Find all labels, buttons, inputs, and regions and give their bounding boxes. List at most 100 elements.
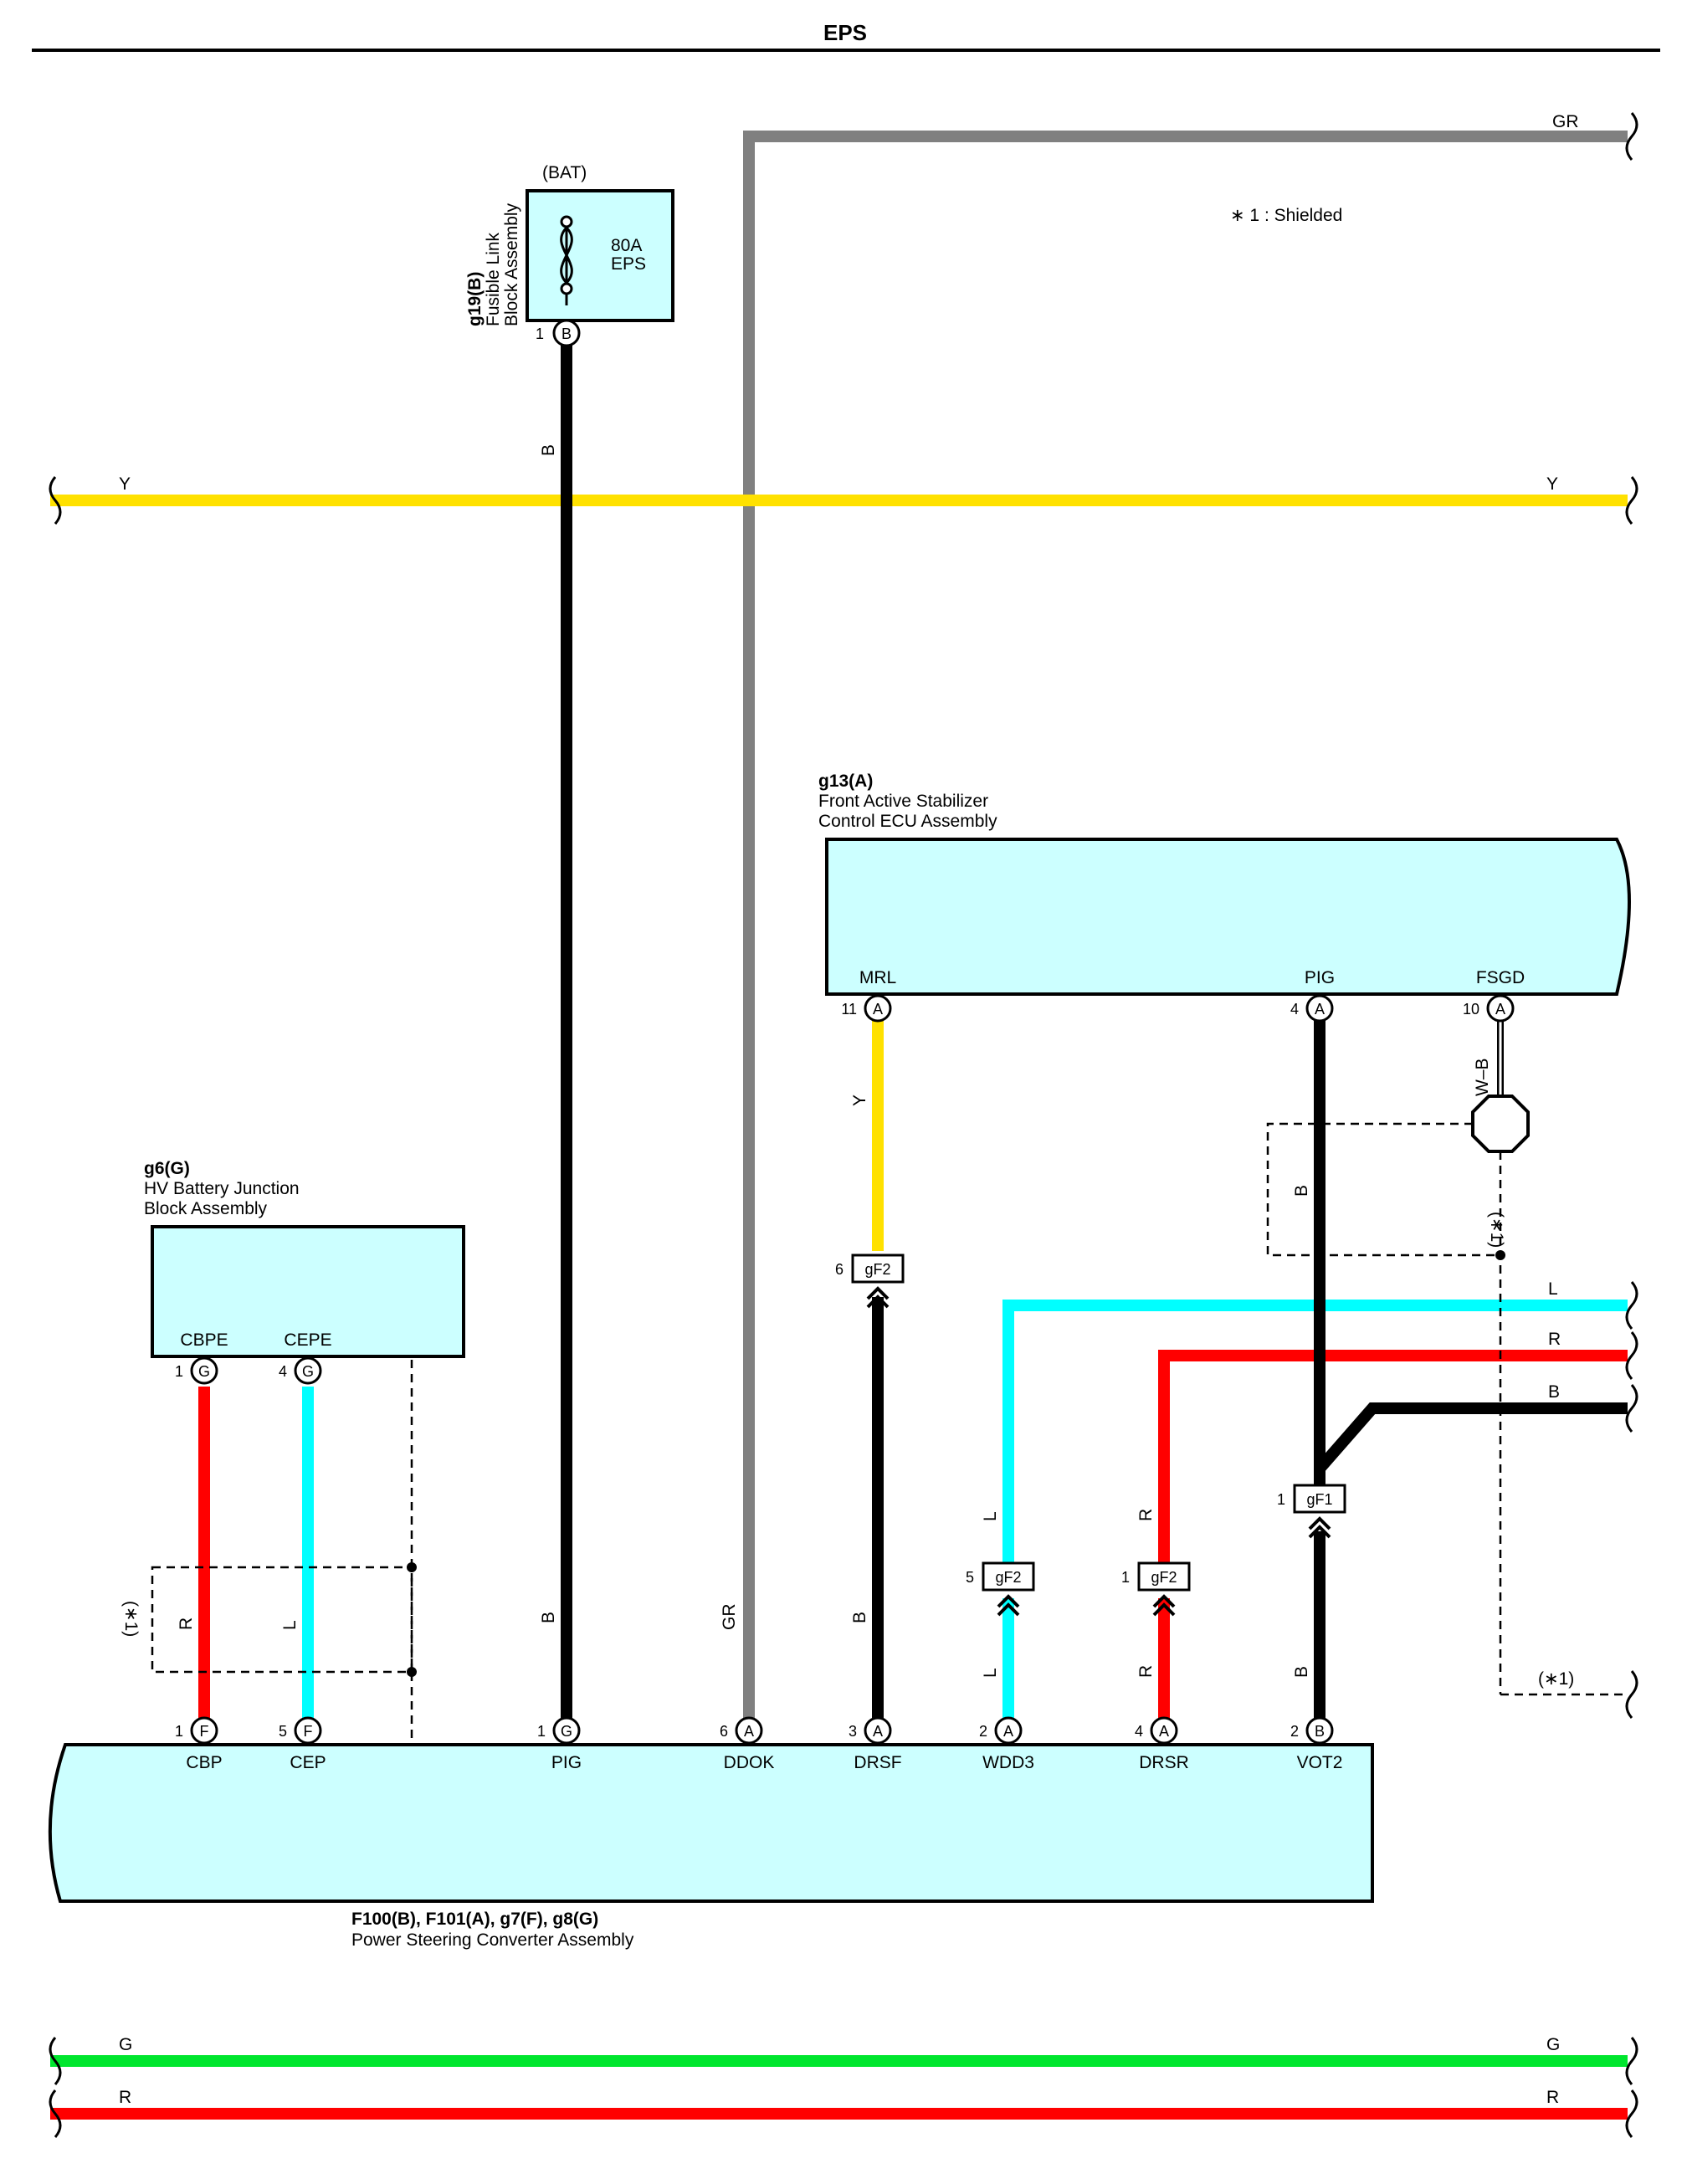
converter-box xyxy=(48,1743,1374,1903)
svg-text:gF2: gF2 xyxy=(1151,1569,1177,1586)
converter-pin-name: DRSR xyxy=(1139,1753,1189,1772)
wire-l-right xyxy=(1002,1300,1628,1565)
fusible-pin-num: 1 xyxy=(536,326,544,342)
wire-label-r-bus-right: R xyxy=(1546,2088,1559,2107)
wire-label-b-upper: B xyxy=(539,444,558,456)
ecu-name-line1: Front Active Stabilizer xyxy=(818,792,988,811)
wire-gr xyxy=(743,131,1628,1730)
svg-text:gF2: gF2 xyxy=(995,1569,1021,1586)
wire-label-l-upper: L xyxy=(981,1511,1000,1521)
converter-pin-num: 1 xyxy=(537,1723,546,1740)
converter-pin-letter: A xyxy=(873,1723,883,1740)
shielded-note: ∗ 1 : Shielded xyxy=(1230,206,1342,225)
wire-label-g-right: G xyxy=(1546,2035,1560,2054)
converter-pin-num: 2 xyxy=(1290,1723,1299,1740)
ecu-code: g13(A) xyxy=(818,772,873,791)
ecu-pin-fsgd-name: FSGD xyxy=(1476,968,1525,987)
shield-hv xyxy=(151,1566,413,1674)
fusible-name-line2: Block Assembly xyxy=(502,203,521,326)
converter-pin-num: 4 xyxy=(1135,1723,1143,1740)
wire-label-b-vot2: B xyxy=(1292,1666,1311,1678)
shield-hv-dot-top xyxy=(407,1562,417,1572)
shield-ecu-dot xyxy=(1495,1250,1505,1260)
converter-pin-letter: G xyxy=(561,1723,572,1740)
svg-text:1: 1 xyxy=(1277,1491,1285,1508)
wire-label-r-lower: R xyxy=(1136,1665,1156,1678)
junction-gf1-vot2: gF1 1 xyxy=(1277,1484,1346,1539)
converter-pin-name: DRSF xyxy=(854,1753,901,1772)
wire-label-wb: W–B xyxy=(1473,1058,1492,1096)
hv-pin-cbpe xyxy=(190,1356,218,1385)
converter-pin-name: WDD3 xyxy=(982,1753,1034,1772)
wire-label-b-lower: B xyxy=(539,1612,558,1623)
hv-pin-cepe-name: CEPE xyxy=(284,1330,331,1350)
ecu-pin-pig xyxy=(1305,994,1334,1023)
wire-r-right xyxy=(1158,1350,1628,1565)
svg-text:6: 6 xyxy=(835,1261,844,1278)
converter-pins: F1CBPF5CEPG1PIGA6DDOKA3DRSFA2WDD3A4DRSRB… xyxy=(175,1716,1342,1772)
converter-pin-name: CBP xyxy=(186,1753,222,1772)
shield-ecu xyxy=(1266,1122,1500,1257)
ecu-pin-mrl xyxy=(864,994,892,1023)
hv-name-line2: Block Assembly xyxy=(144,1199,268,1218)
wire-label-r-left: R xyxy=(119,2088,131,2107)
converter-pin-letter: A xyxy=(744,1723,754,1740)
wire-label-r-right: R xyxy=(1548,1330,1561,1349)
converter-pin-num: 3 xyxy=(849,1723,857,1740)
ecu-pin-fsgd-num: 10 xyxy=(1463,1001,1479,1018)
ecu-pin-pig-name: PIG xyxy=(1305,968,1335,987)
wire-label-l-lower: L xyxy=(981,1668,1000,1678)
page-title: EPS xyxy=(823,20,867,45)
hv-pin-cbpe-letter: G xyxy=(198,1363,210,1380)
converter-pin-vot2 xyxy=(1305,1716,1334,1745)
ecu-pin-pig-num: 4 xyxy=(1290,1001,1299,1018)
wire-label-b-drsf: B xyxy=(850,1612,869,1623)
break-marks xyxy=(49,112,1638,2138)
hv-pin-cepe-num: 4 xyxy=(279,1363,287,1380)
junction-gf2-drsf: gF2 6 xyxy=(835,1253,905,1309)
converter-pin-drsf xyxy=(864,1716,892,1745)
converter-pin-cep xyxy=(294,1716,322,1745)
wire-label-gr-vertical: GR xyxy=(720,1604,739,1631)
hv-pin-cepe-letter: G xyxy=(302,1363,314,1380)
converter-code: F100(B), F101(A), g7(F), g8(G) xyxy=(351,1910,598,1929)
converter-pin-letter: A xyxy=(1159,1723,1169,1740)
wire-b-branch xyxy=(1315,1402,1628,1473)
hv-pin-cbpe-name: CBPE xyxy=(180,1330,228,1350)
fusible-pin-letter: B xyxy=(561,326,572,342)
converter-pin-num: 2 xyxy=(979,1723,987,1740)
converter-pin-num: 5 xyxy=(279,1723,287,1740)
wire-label-y-left: Y xyxy=(119,474,131,494)
ecu-pin-mrl-num: 11 xyxy=(841,1001,857,1018)
fusible-pin xyxy=(552,319,581,347)
ecu-pin-fsgd xyxy=(1486,994,1515,1023)
converter-pin-pig xyxy=(552,1716,581,1745)
wire-label-b-branch: B xyxy=(1548,1382,1560,1402)
hv-pin-cepe xyxy=(294,1356,322,1385)
svg-text:gF1: gF1 xyxy=(1306,1491,1332,1508)
fusible-code: g19(B) xyxy=(465,272,485,326)
ecu-pin-fsgd-letter: A xyxy=(1495,1001,1505,1018)
fuse-circuit: EPS xyxy=(611,254,646,274)
converter-pin-letter: F xyxy=(304,1723,313,1740)
ground-icon xyxy=(1471,1095,1530,1153)
wire-label-r-cbp: R xyxy=(177,1617,196,1630)
svg-text:1: 1 xyxy=(1121,1569,1130,1586)
wire-label-y-right: Y xyxy=(1546,474,1558,494)
ecu-pin-pig-letter: A xyxy=(1315,1001,1325,1018)
wire-label-gr-top: GR xyxy=(1552,112,1579,131)
junction-gf2-wdd3: gF2 5 xyxy=(966,1561,1035,1617)
wire-label-l-right: L xyxy=(1548,1279,1558,1299)
fusible-name-line1: Fusible Link xyxy=(484,232,503,326)
converter-pin-name: PIG xyxy=(551,1753,582,1772)
ecu-pin-mrl-name: MRL xyxy=(859,968,896,987)
converter-pin-wdd3 xyxy=(994,1716,1023,1745)
fusible-supply-label: (BAT) xyxy=(542,163,587,182)
shield-label-ecu: (∗1) xyxy=(1487,1212,1506,1248)
converter-name: Power Steering Converter Assembly xyxy=(351,1930,634,1950)
fusible-link-box xyxy=(526,189,674,322)
ecu-box xyxy=(825,838,1631,996)
shield-label-hv: (∗1) xyxy=(121,1601,141,1637)
converter-pin-num: 1 xyxy=(175,1723,183,1740)
